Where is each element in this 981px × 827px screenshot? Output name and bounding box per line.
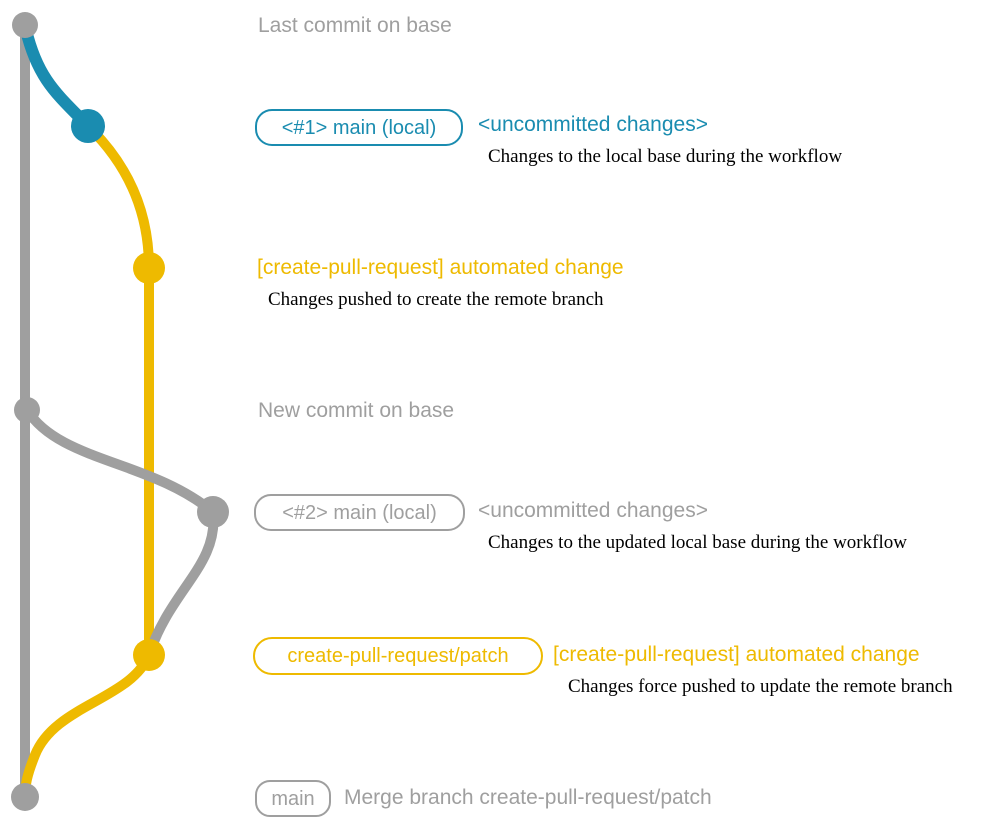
caption-updated-local-base-changes: Changes to the updated local base during… [488, 532, 907, 553]
branch-label-text: <#2> main (local) [282, 501, 437, 524]
branch-edge-patch-merge [20, 650, 154, 802]
commit-message-automated-change-2: [create-pull-request] automated change [553, 643, 920, 666]
caption-push-create-remote-branch: Changes pushed to create the remote bran… [268, 289, 604, 310]
commit-node-last-base [12, 12, 38, 38]
branch-label-main-local-2: <#2> main (local) [254, 494, 465, 531]
branch-label-text: main [271, 787, 315, 810]
commit-node-merge [11, 783, 39, 811]
branch-label-main-local-1: <#1> main (local) [255, 109, 463, 146]
branch-label-text: create-pull-request/patch [287, 645, 509, 667]
status-uncommitted-changes-1: <uncommitted changes> [478, 113, 708, 136]
branch-label-create-pull-request-patch: create-pull-request/patch [253, 637, 543, 675]
status-uncommitted-changes-2: <uncommitted changes> [478, 499, 708, 522]
annotation-last-commit-on-base: Last commit on base [258, 14, 452, 37]
commit-node-patch-2 [133, 639, 165, 671]
caption-local-base-changes: Changes to the local base during the wor… [488, 146, 843, 167]
branch-edge-local-checkout [20, 24, 94, 132]
caption-force-push-update-remote-branch: Changes force pushed to update the remot… [568, 676, 953, 697]
branch-label-text: <#1> main (local) [281, 116, 437, 139]
commit-node-patch-1 [133, 252, 165, 284]
commit-node-local-2 [197, 496, 229, 528]
branch-edge-local-rebase [144, 507, 219, 660]
commit-node-new-base [14, 397, 40, 423]
branch-edge-base-update [22, 405, 218, 517]
branch-edge-patch-create [83, 121, 154, 273]
commit-node-local-1 [71, 109, 105, 143]
commit-message-merge-branch: Merge branch create-pull-request/patch [344, 786, 712, 809]
branch-label-main: main [255, 780, 331, 817]
annotation-new-commit-on-base: New commit on base [258, 399, 455, 422]
commit-message-automated-change-1: [create-pull-request] automated change [257, 256, 624, 279]
